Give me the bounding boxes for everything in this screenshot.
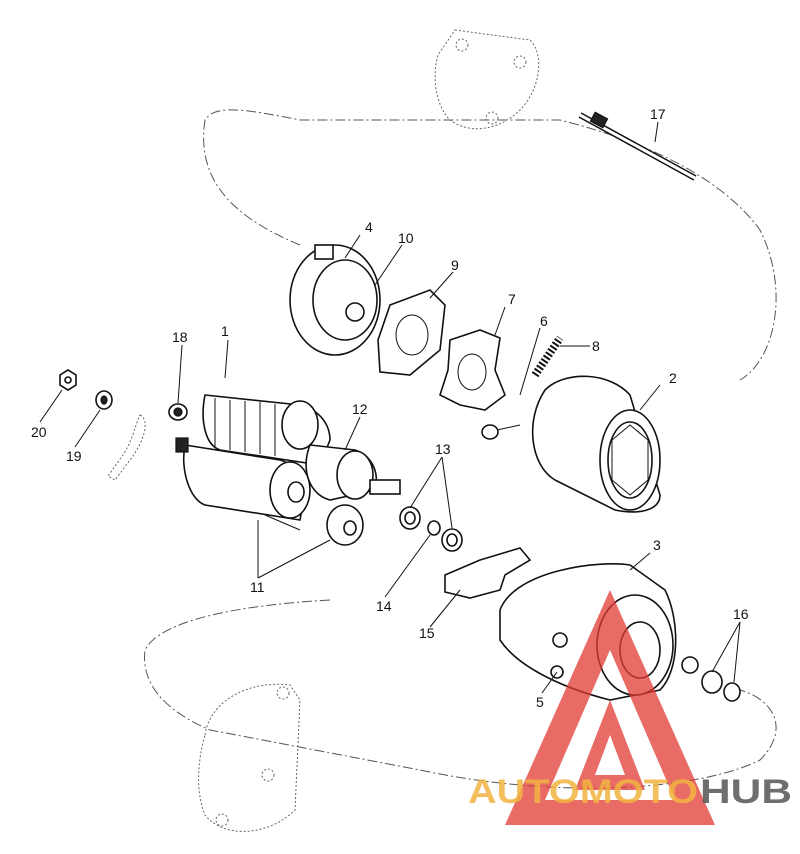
callout-7: 7: [508, 291, 516, 307]
phantom-outline-upper: [203, 109, 777, 381]
callout-15: 15: [419, 625, 435, 641]
leader-lines: [39, 121, 741, 694]
mounting-flange-upper: [434, 29, 540, 130]
watermark-logo: AUTOMOTO HUB: [468, 590, 792, 825]
part-solenoid: [175, 437, 311, 521]
part-1-armature: [202, 394, 331, 466]
part-6-screw: [481, 424, 521, 440]
watermark-text-hub: HUB: [700, 773, 792, 811]
callout-11: 11: [250, 579, 265, 595]
part-17-stud: [578, 111, 697, 181]
callout-17: 17: [650, 106, 666, 122]
part-12-drive-pinion: [305, 444, 401, 501]
watermark-text-auto: AUTOMOTO: [468, 773, 698, 811]
part-2-yoke: [531, 375, 661, 513]
callout-2: 2: [669, 370, 677, 386]
phantom-outline-lower: [144, 599, 777, 789]
callout-12: 12: [352, 401, 368, 417]
callout-16: 16: [733, 606, 749, 622]
watermark-triangle-icon: [505, 590, 715, 825]
callout-10: 10: [398, 230, 414, 246]
callout-5: 5: [536, 694, 544, 710]
callout-3: 3: [653, 537, 661, 553]
part-18-nut: [168, 403, 188, 421]
part-13-bushings: [399, 506, 463, 552]
part-19-washer: [95, 390, 113, 410]
part-14-clip: [427, 520, 441, 536]
callout-13: 13: [435, 441, 451, 457]
callout-6: 6: [540, 313, 548, 329]
part-wire-terminal: [107, 414, 146, 481]
part-20-nut: [59, 369, 77, 391]
callout-8: 8: [592, 338, 600, 354]
part-8-spring: [531, 335, 564, 378]
callout-18: 18: [172, 329, 188, 345]
mounting-flange-lower: [198, 683, 301, 832]
part-4-end-cover: [289, 244, 381, 356]
part-11-cap: [264, 504, 364, 546]
part-15-fork-lever: [444, 547, 532, 599]
callout-14: 14: [376, 598, 392, 614]
callout-1: 1: [221, 323, 229, 339]
callout-19: 19: [66, 448, 82, 464]
callout-20: 20: [31, 424, 47, 440]
callout-labels: 1 2 3 4 5 6 7 8 9 10 11 12 13 14 15 16 1…: [31, 106, 749, 710]
callout-4: 4: [365, 219, 373, 235]
callout-9: 9: [451, 257, 459, 273]
